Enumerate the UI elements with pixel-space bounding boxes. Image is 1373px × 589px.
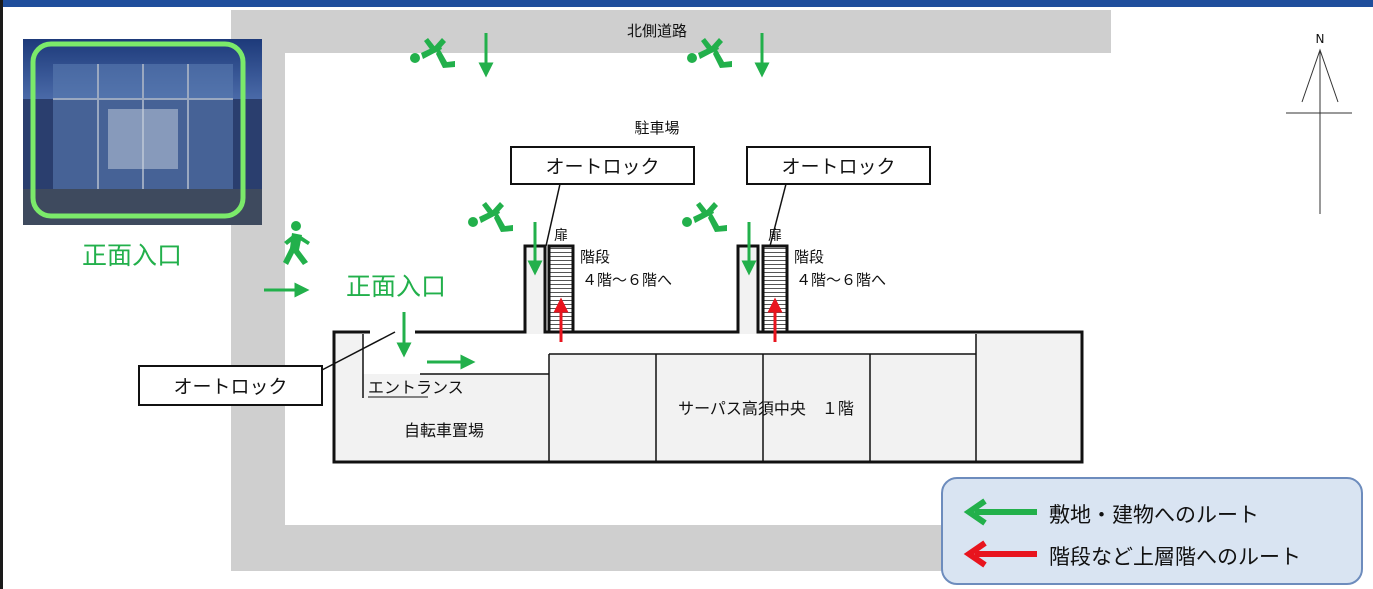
- autolock-callout-text: オートロック: [173, 376, 288, 398]
- autolock-callout-text: オートロック: [781, 156, 896, 178]
- compass-label: N: [1316, 32, 1325, 46]
- photo-caption: 正面入口: [82, 241, 183, 270]
- legend-label-red: 階段など上層階へのルート: [1049, 545, 1301, 569]
- entrance-gap: [370, 329, 415, 334]
- legend-label-green: 敷地・建物へのルート: [1049, 503, 1259, 527]
- stairs-label-east-1: 階段: [794, 248, 824, 266]
- north-road-label: 北側道路: [627, 22, 687, 40]
- red-route-arrows: [553, 297, 783, 342]
- entrance-photo-image: [23, 39, 262, 225]
- corridor: [549, 334, 976, 354]
- arrow-left-icon: [963, 498, 1037, 526]
- arrow-left-icon: [963, 540, 1037, 568]
- autolock-callout-west: オートロック: [510, 146, 695, 185]
- partitions: [362, 334, 977, 462]
- bicycle-parking-label: 自転車置場: [404, 421, 484, 440]
- stairs-label-east-2: ４階～６階へ: [796, 271, 886, 289]
- compass-icon: [1286, 48, 1352, 214]
- left-border: [0, 0, 3, 589]
- legend-item-green: 敷地・建物へのルート: [943, 493, 1361, 533]
- callout-leaders: [321, 183, 787, 371]
- autolock-callout-east: オートロック: [746, 146, 931, 185]
- building-label: サーパス高須中央 １階: [678, 399, 854, 418]
- entrance-photo: [23, 39, 262, 225]
- legend: 敷地・建物へのルート 階段など上層階へのルート: [941, 477, 1363, 585]
- autolock-callout-text: オートロック: [545, 156, 660, 178]
- legend-item-red: 階段など上層階へのルート: [943, 535, 1361, 575]
- door-label-west: 扉: [554, 228, 568, 244]
- header-bar: [0, 0, 1373, 7]
- stairs-label-west-2: ４階～６階へ: [582, 271, 672, 289]
- green-route-arrows: [264, 33, 770, 370]
- entrance-hall: [363, 334, 549, 374]
- front-entrance-label: 正面入口: [346, 272, 446, 301]
- parking-label: 駐車場: [634, 119, 679, 137]
- entrance-label: エントランス: [368, 378, 464, 397]
- stairs-label-west-1: 階段: [580, 248, 610, 266]
- autolock-callout-entrance: オートロック: [138, 365, 323, 406]
- door-label-east: 扉: [768, 228, 782, 244]
